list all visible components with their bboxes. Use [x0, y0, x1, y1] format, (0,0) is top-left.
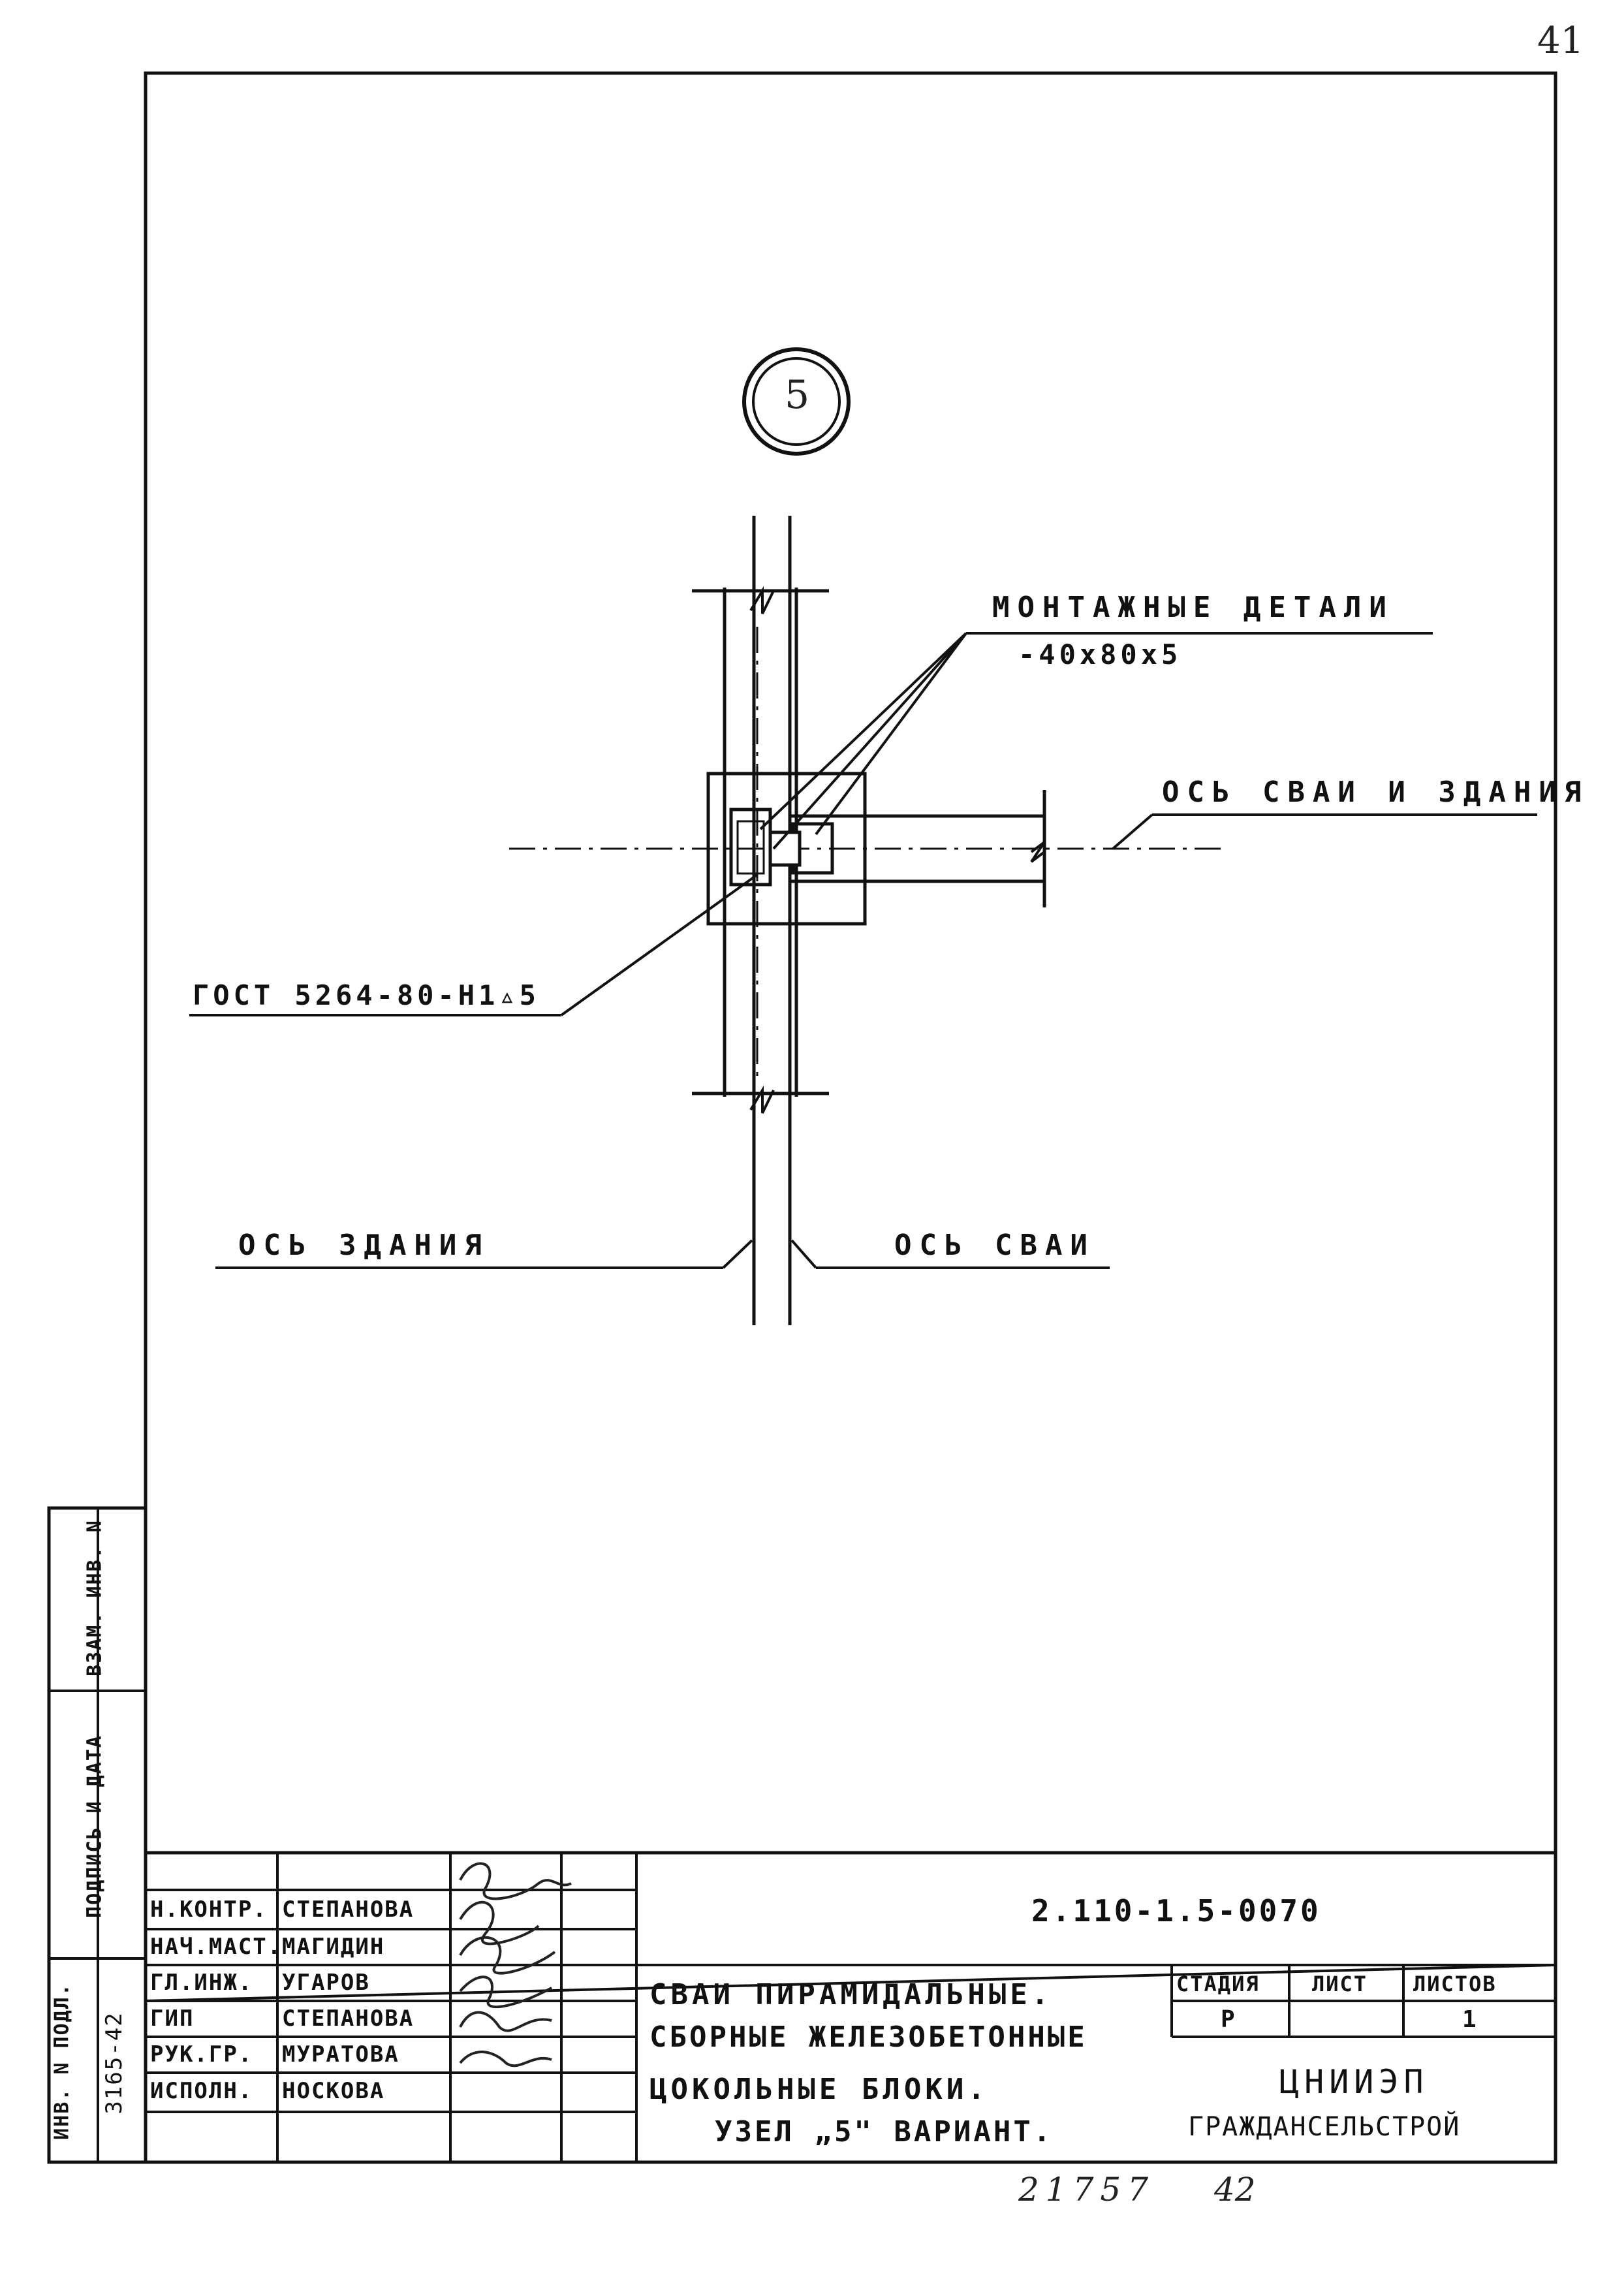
sheet-reference: 42 [1214, 2171, 1256, 2209]
sheet-header: ЛИСТ [1312, 1972, 1368, 1996]
role-cell: Н.КОНТР. [150, 1896, 268, 1923]
label-axis-pile: ОСЬ СВАИ [894, 1229, 1095, 1262]
name-cell: СТЕПАНОВА [282, 2005, 414, 2032]
side-stamp-vzam-inv: ВЗАМ. ИНВ. N [83, 1519, 106, 1676]
name-cell: СТЕПАНОВА [282, 1896, 414, 1923]
mounting-detail [729, 808, 834, 887]
archive-number: 21757 [1018, 2171, 1155, 2209]
label-gost: ГОСТ 5264-80-Н1▵5 [193, 979, 540, 1011]
sheets-value: 1 [1462, 2006, 1478, 2033]
side-stamp-inv-orig: ИНВ. N ПОДЛ. [50, 1983, 74, 2140]
drawing-frame [144, 71, 1557, 2164]
role-cell: РУК.ГР. [150, 2041, 253, 2068]
label-axis-building: ОСЬ ЗДАНИЯ [238, 1229, 490, 1262]
sheets-header: ЛИСТОВ [1413, 1972, 1497, 1996]
role-cell: ГИП [150, 2005, 195, 2032]
organization-line2: ГРАЖДАНСЕЛЬСТРОЙ [1188, 2112, 1461, 2142]
organization-line1: ЦНИИЭП [1279, 2063, 1429, 2101]
name-cell: НОСКОВА [282, 2078, 385, 2104]
stage-value: Р [1221, 2006, 1236, 2033]
label-axis-pile-building: ОСЬ СВАИ И ЗДАНИЯ [1162, 776, 1589, 809]
title-line: СБОРНЫЕ ЖЕЛЕЗОБЕТОННЫЕ [649, 2021, 1087, 2054]
title-line: СВАИ ПИРАМИДАЛЬНЫЕ. [649, 1978, 1053, 2011]
label-mounting-parts: МОНТАЖНЫЕ ДЕТАЛИ [992, 591, 1394, 624]
pile-axis-lines [692, 516, 1046, 1325]
role-cell: ГЛ.ИНЖ. [150, 1970, 253, 1996]
document-code: 2.110-1.5-0070 [1031, 1893, 1321, 1928]
title-line: УЗЕЛ „5" ВАРИАНТ. [715, 2115, 1054, 2148]
leader-lines [189, 632, 1537, 1269]
name-cell: МАГИДИН [282, 1934, 385, 1960]
role-cell: ИСПОЛН. [150, 2078, 253, 2104]
node-marker-number: 5 [785, 372, 810, 418]
stage-header: СТАДИЯ [1176, 1972, 1260, 1996]
name-cell: МУРАТОВА [282, 2041, 399, 2068]
label-mounting-size: -40х80х5 [1018, 638, 1182, 670]
center-lines [509, 627, 1227, 1077]
name-cell: УГАРОВ [282, 1970, 370, 1996]
page-number: 41 [1537, 20, 1584, 62]
title-block-grid [145, 1853, 1556, 2162]
side-stamp-inv-number: 3165-42 [101, 2011, 127, 2115]
signature-scribbles [459, 1862, 572, 2068]
role-cell: НАЧ.МАСТ. [150, 1934, 283, 1960]
node-marker-circle [742, 347, 851, 456]
side-stamp-sign-date: ПОДПИСЬ И ДАТА [83, 1735, 106, 1918]
title-line: ЦОКОЛЬНЫЕ БЛОКИ. [649, 2073, 989, 2106]
